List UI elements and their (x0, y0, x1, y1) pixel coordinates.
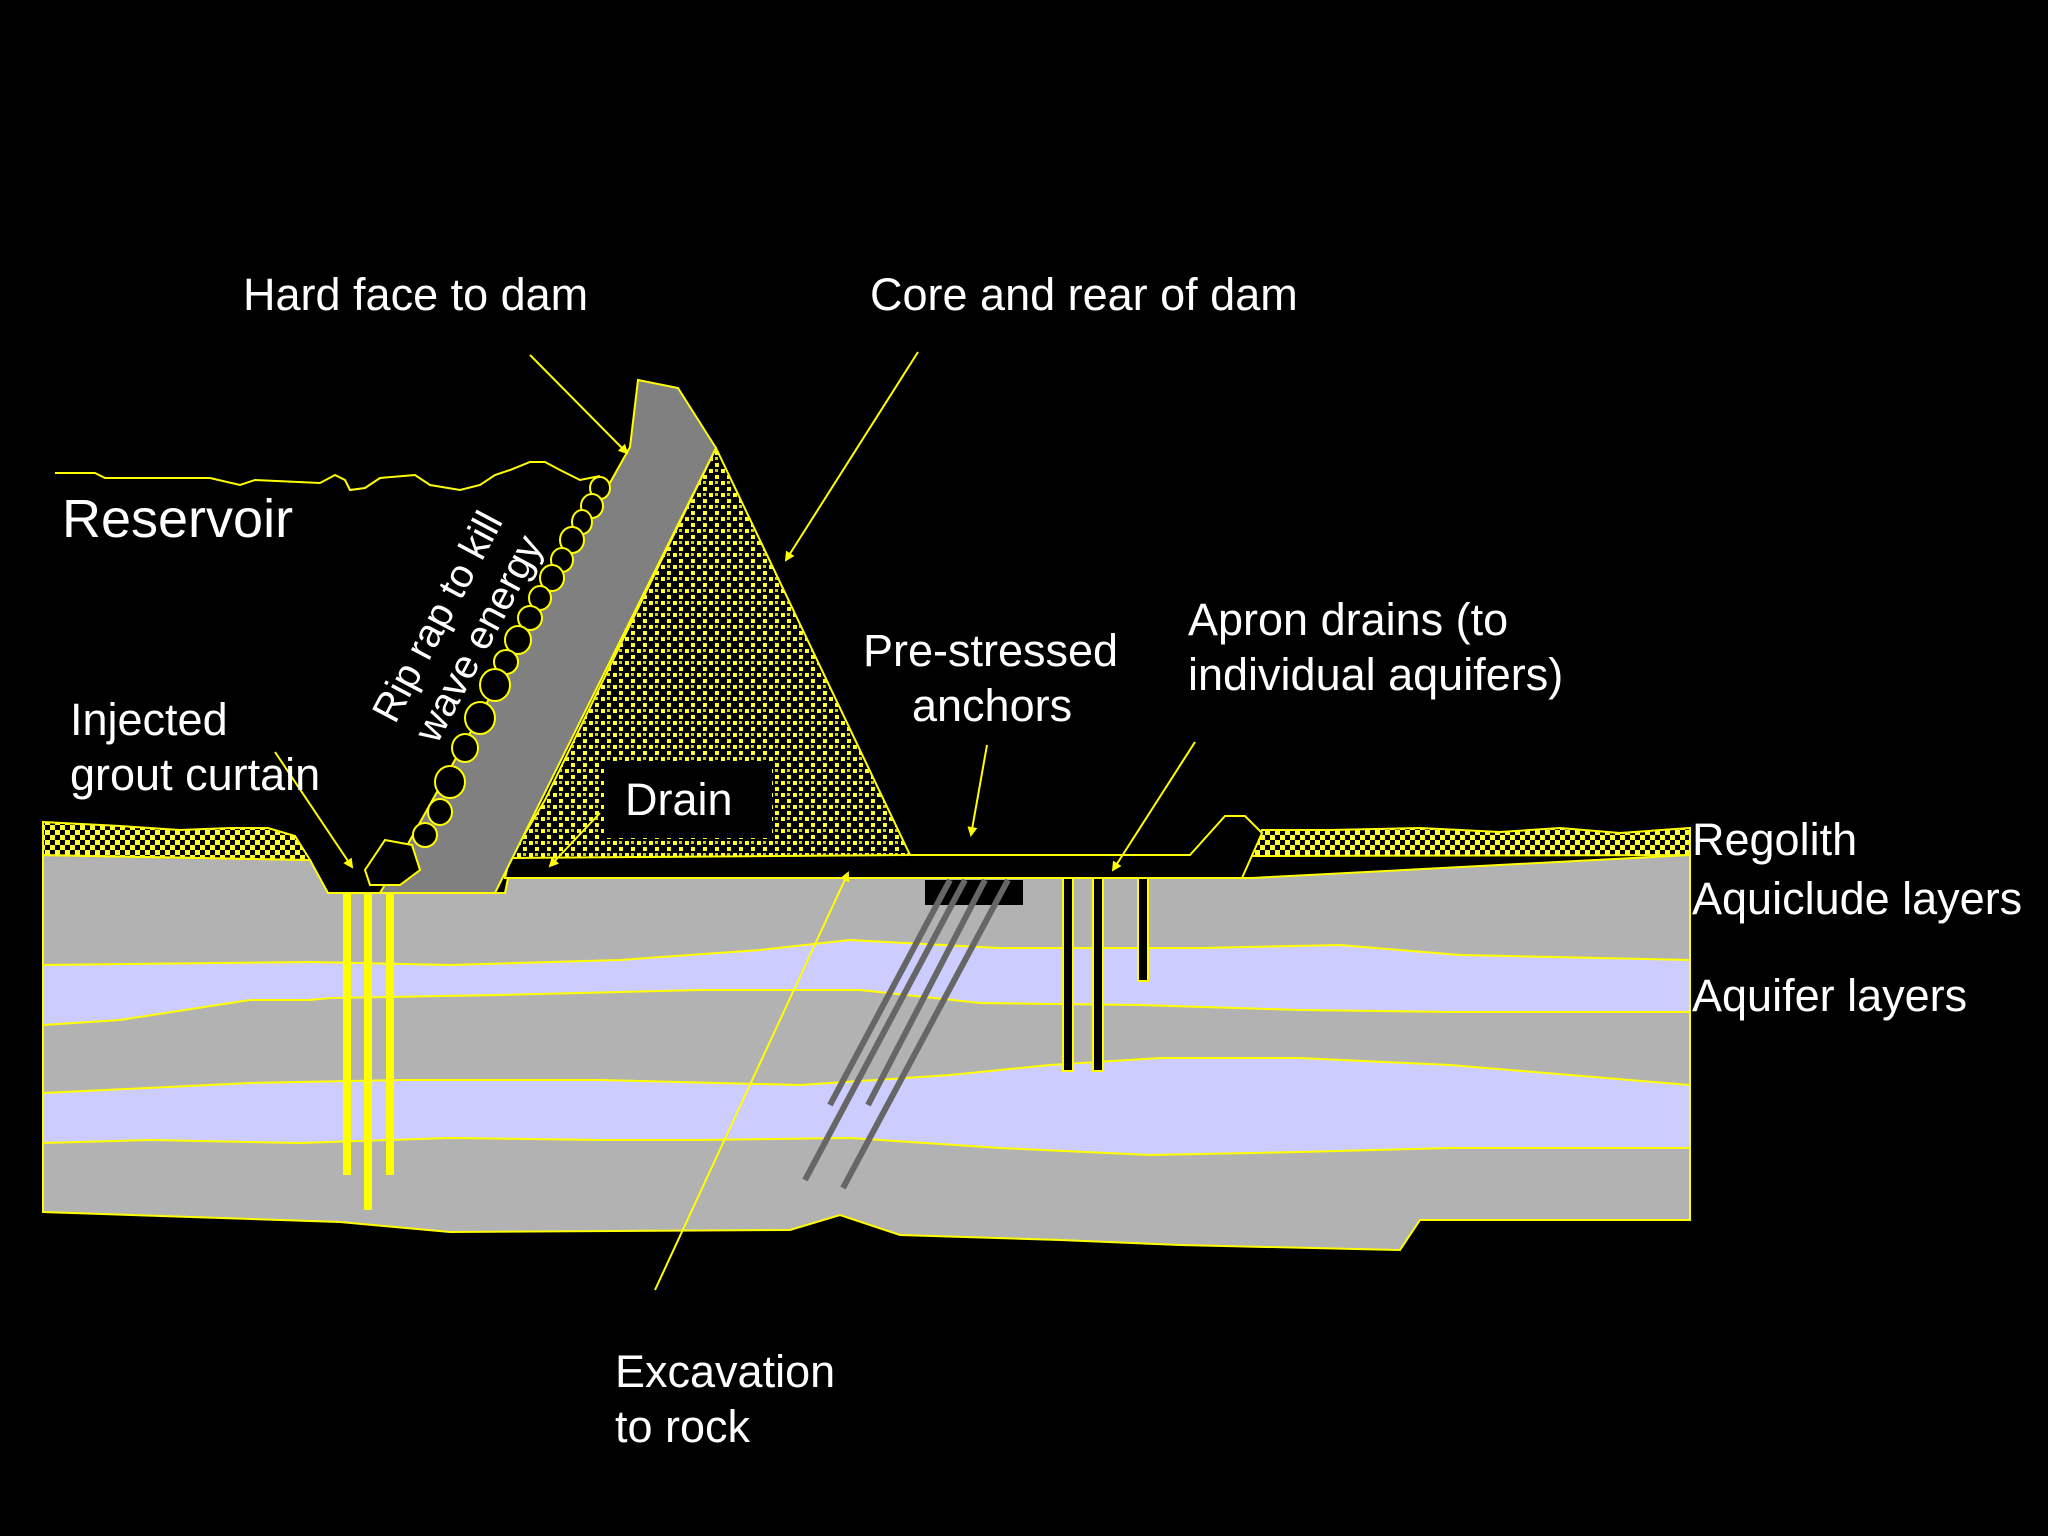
drain-box (604, 763, 772, 838)
regolith-left (42, 820, 312, 862)
aquifer-layer-lower (42, 1057, 1691, 1157)
arrow-hard-face (529, 354, 629, 455)
reservoir-surface-line (55, 461, 601, 492)
arrow-apron-drains (1111, 741, 1196, 872)
aquifer-layer-upper (42, 938, 1691, 1027)
label-reservoir: Reservoir (62, 489, 293, 549)
grout-curtain-pipes (343, 893, 394, 1210)
label-aquiclude: Aquiclude layers (1692, 873, 2022, 924)
label-anchors-line1: Pre-stressed (863, 625, 1118, 676)
rip-rap-stones (363, 476, 611, 886)
apron-drain-pipes (1062, 877, 1149, 1072)
label-drain: Drain (625, 774, 733, 825)
arrow-grout-curtain (274, 751, 354, 869)
label-grout-line1: Injected (70, 694, 228, 745)
pre-stressed-anchors (802, 878, 1011, 1190)
label-apron-line2: individual aquifers) (1188, 649, 1563, 700)
label-grout-line2: grout curtain (70, 749, 320, 800)
arrow-anchors (967, 744, 988, 837)
label-hard-face: Hard face to dam (243, 269, 588, 320)
label-apron-line1: Apron drains (to (1188, 594, 1508, 645)
label-excavation-line2: to rock (615, 1401, 751, 1452)
aquiclude-layers-block (42, 853, 1691, 1252)
label-regolith: Regolith (1692, 814, 1857, 865)
label-aquifer: Aquifer layers (1692, 970, 1967, 1021)
arrow-excavation (654, 871, 850, 1291)
arrow-core-rear (784, 351, 919, 562)
regolith-right (1250, 826, 1691, 858)
label-core-rear: Core and rear of dam (870, 269, 1298, 320)
arrow-drain (548, 812, 601, 868)
label-anchors-line2: anchors (912, 680, 1072, 731)
label-excavation-line1: Excavation (615, 1346, 835, 1397)
leader-arrows (274, 351, 1196, 1291)
